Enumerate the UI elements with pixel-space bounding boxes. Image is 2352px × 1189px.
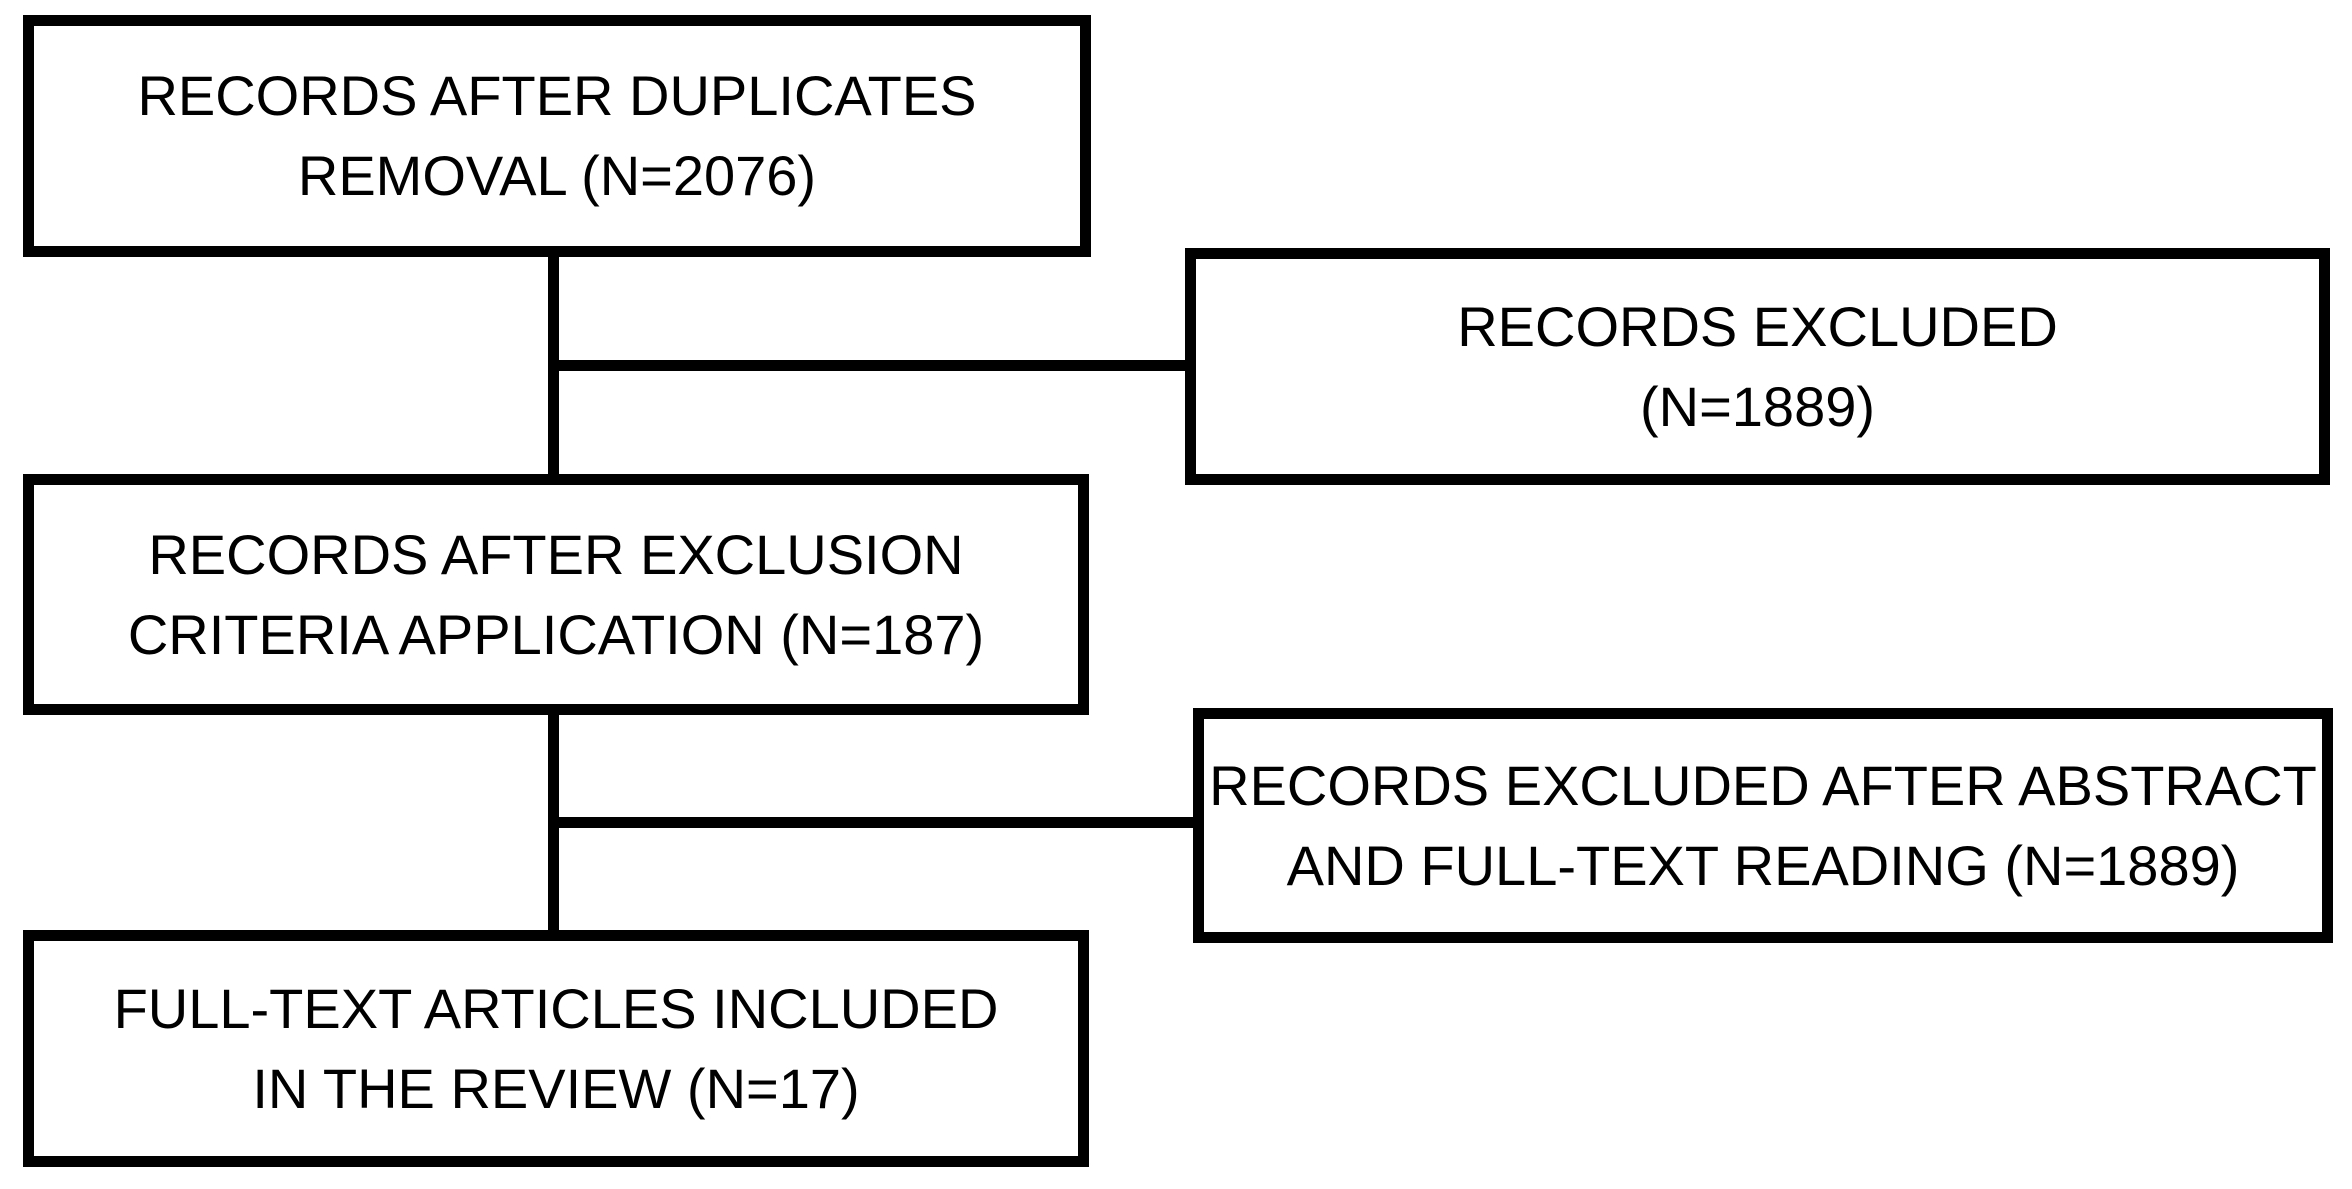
- box-text-line: RECORDS EXCLUDED: [1457, 294, 2058, 358]
- box-text-line: FULL-TEXT ARTICLES INCLUDED: [113, 976, 999, 1040]
- box-records-excluded-after-abstract-and-full-text-reading: RECORDS EXCLUDED AFTER ABSTRACT AND FULL…: [1193, 708, 2333, 943]
- box-text-line: RECORDS AFTER EXCLUSION: [148, 522, 964, 586]
- box-text-line: (N=1889): [1639, 374, 1876, 438]
- box-text-line: RECORDS AFTER DUPLICATES: [137, 64, 977, 127]
- connector-branch-to-records-excluded-abstract: [548, 817, 1204, 828]
- box-records-after-exclusion-criteria-application: RECORDS AFTER EXCLUSION CRITERIA APPLICA…: [23, 474, 1089, 715]
- box-text-line: AND FULL-TEXT READING (N=1889): [1286, 833, 2240, 897]
- box-text-line: REMOVAL (N=2076): [297, 144, 817, 207]
- box-full-text-articles-included-in-the-review: FULL-TEXT ARTICLES INCLUDED IN THE REVIE…: [23, 930, 1089, 1167]
- box-text-line: CRITERIA APPLICATION (N=187): [127, 602, 985, 666]
- box-text-line: RECORDS EXCLUDED AFTER ABSTRACT: [1209, 753, 2317, 817]
- connector-branch-to-records-excluded: [548, 360, 1196, 371]
- box-records-after-duplicates-removal: RECORDS AFTER DUPLICATES REMOVAL (N=2076…: [23, 15, 1091, 257]
- box-text-line: IN THE REVIEW (N=17): [252, 1056, 860, 1120]
- box-records-excluded: RECORDS EXCLUDED (N=1889): [1185, 248, 2330, 485]
